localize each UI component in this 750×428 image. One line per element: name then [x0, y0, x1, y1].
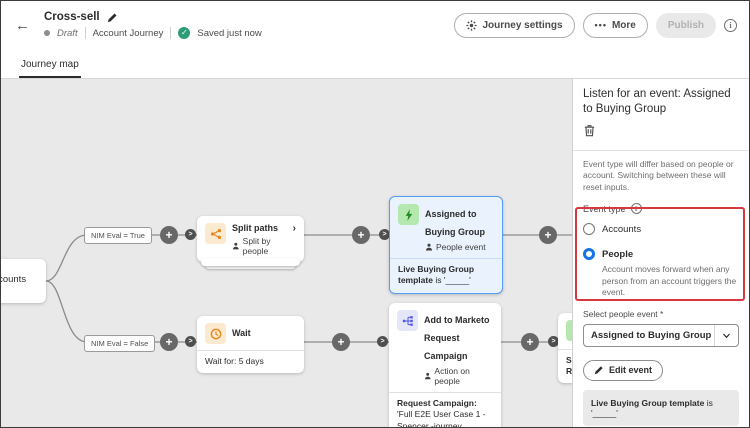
publish-info-icon[interactable]: i [724, 18, 737, 32]
journey-settings-label: Journey settings [482, 19, 563, 31]
add-node-button[interactable]: + [160, 226, 178, 244]
node-detail: Live Buying Group template is '_____' [398, 264, 475, 286]
clock-icon [205, 323, 226, 344]
node-split-paths[interactable]: Split paths › Split by people [197, 216, 304, 270]
flow-campaign-icon [397, 310, 418, 331]
person-icon [425, 243, 433, 251]
radio-accounts-label: Accounts [602, 223, 642, 235]
radio-circle-selected-icon [583, 248, 595, 261]
branch-label-true: NIM Eval = True [84, 227, 152, 244]
add-node-button[interactable]: + [539, 226, 557, 244]
node-event-assigned-buying-group[interactable]: Assigned to Buying Group People event Li… [389, 196, 503, 294]
node-title: Split paths [232, 223, 279, 233]
more-label: More [611, 19, 636, 31]
publish-button[interactable]: Publish [655, 12, 716, 38]
publish-label: Publish [667, 19, 704, 31]
node-subtitle: Split by people [242, 236, 271, 257]
chevron-right-icon[interactable]: › [292, 223, 296, 234]
split-paths-icon [205, 223, 226, 244]
node-wait[interactable]: Wait Wait for: 5 days [197, 316, 304, 374]
add-node-button[interactable]: + [160, 333, 178, 351]
tab-journey-map[interactable]: Journey map [19, 59, 81, 78]
radio-accounts[interactable]: Accounts [583, 223, 739, 236]
radio-people[interactable]: People [583, 248, 739, 261]
node-detail: Request Campaign: 'Full E2E User Case 1 … [397, 398, 486, 427]
person-icon [232, 243, 239, 250]
status-badge: Draft [57, 27, 78, 39]
node-title: Wait [232, 328, 251, 338]
more-button[interactable]: ••• More [582, 12, 648, 38]
delete-trash-icon[interactable] [583, 124, 596, 137]
dropdown-value: Assigned to Buying Group [591, 329, 712, 341]
divider [170, 27, 172, 39]
branch-label-false: NIM Eval = False [84, 335, 156, 352]
edit-event-button[interactable]: Edit event [583, 359, 664, 381]
add-node-button[interactable]: + [352, 226, 370, 244]
radio-circle-icon [583, 223, 595, 236]
gear-icon [466, 19, 478, 31]
template-note: Live Buying Group template is '_____' [583, 389, 739, 426]
journey-type-label: Account Journey [92, 27, 164, 39]
arrow-connector-icon: > [379, 229, 390, 240]
node-detail: Wait for: 5 days [205, 356, 264, 366]
event-config-panel: Listen for an event: Assigned to Buying … [572, 79, 749, 427]
select-people-event-label: Select people event * [583, 308, 664, 319]
event-type-label: Event type [583, 203, 626, 214]
source-node-label: Accounts [1, 274, 27, 285]
title-block: Cross-sell Draft Account Journey ✓ Saved… [44, 11, 262, 39]
people-event-dropdown[interactable]: Assigned to Buying Group [583, 323, 739, 347]
node-source-accounts[interactable]: Accounts [1, 259, 46, 303]
radio-people-label: People [602, 248, 634, 260]
event-type-info-icon[interactable]: i [630, 203, 642, 215]
people-description: Account moves forward when any person fr… [602, 264, 737, 298]
back-icon[interactable]: ← [15, 16, 30, 34]
panel-title: Listen for an event: Assigned to Buying … [583, 88, 731, 115]
arrow-connector-icon: > [548, 336, 559, 347]
more-dots-icon: ••• [594, 20, 607, 30]
node-title: Assigned to Buying Group [425, 209, 485, 237]
header: ← Cross-sell Draft Account Journey ✓ Sav… [1, 1, 749, 49]
saved-status: Saved just now [197, 27, 262, 39]
arrow-connector-icon: > [377, 336, 388, 347]
person-icon [424, 372, 431, 380]
event-bolt-icon [398, 204, 419, 225]
add-node-button[interactable]: + [332, 333, 350, 351]
edit-title-icon[interactable] [107, 12, 118, 23]
divider [84, 27, 86, 39]
node-subtitle: People event [436, 242, 486, 252]
page-title: Cross-sell [44, 11, 100, 23]
edit-event-label: Edit event [609, 365, 653, 376]
tab-bar: Journey map [1, 49, 749, 79]
add-node-button[interactable]: + [521, 333, 539, 351]
journey-settings-button[interactable]: Journey settings [454, 12, 575, 38]
panel-intro-text: Event type will differ based on people o… [583, 158, 734, 192]
arrow-connector-icon: > [185, 229, 196, 240]
chevron-down-icon[interactable] [714, 324, 738, 346]
status-dot [44, 30, 50, 36]
node-title: Add to Marketo Request Campaign [424, 315, 490, 361]
node-subtitle: Action on people [434, 366, 470, 386]
node-add-to-marketo[interactable]: Add to Marketo Request Campaign Action o… [389, 303, 501, 427]
pencil-icon [594, 366, 603, 375]
saved-check-icon: ✓ [178, 27, 191, 39]
arrow-connector-icon: > [185, 336, 196, 347]
